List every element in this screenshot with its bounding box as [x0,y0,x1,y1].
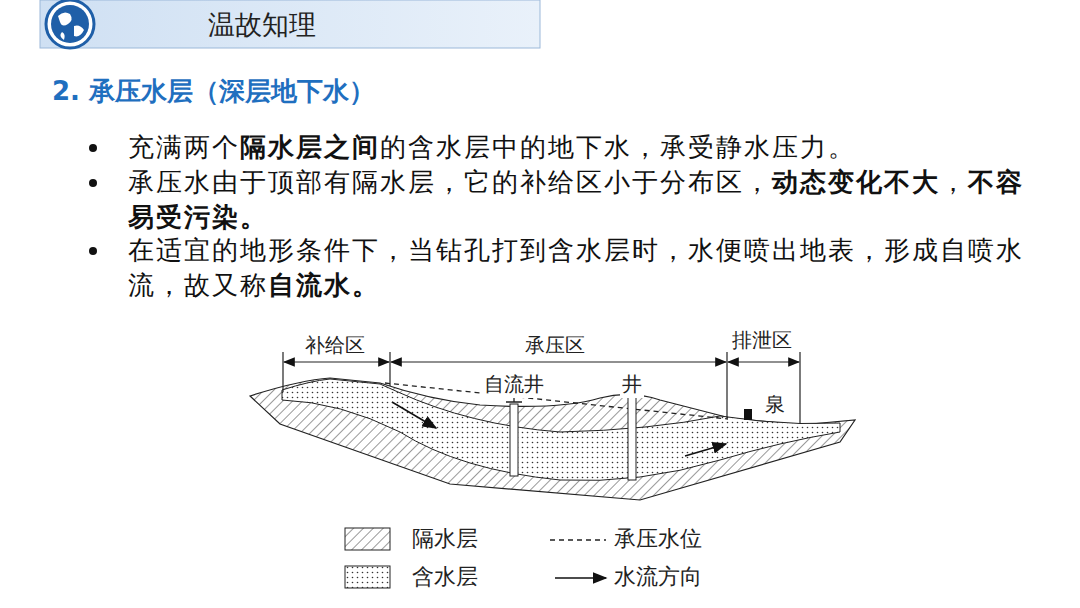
well-label: 井 [620,371,644,398]
bullet-paragraph: 充满两个隔水层之间的含水层中的地下水，承受静水压力。 [128,130,1038,165]
impermeable-layer [250,378,855,500]
flow-arrow [392,402,436,428]
spring-label: 泉 [763,391,787,418]
legend-text: 隔水层 [410,524,480,554]
well-label: 自流井 [482,371,546,398]
bullet-dot [89,179,97,187]
legend-sample-dots [345,566,390,588]
bold-text: 自流水。 [268,270,380,300]
bullet-dot [89,144,97,152]
zone-label: 补给区 [303,332,367,359]
legend-sample-dash [550,539,606,540]
globe-icon [46,0,94,48]
header-text: 温故知理 [208,7,316,43]
body-text: 承压水由于顶部有隔水层，它的补给区小于分布区， [128,167,772,197]
flow-arrow [685,444,726,456]
aquifer [282,379,840,481]
bullet-dot [89,247,97,255]
legend-text: 水流方向 [612,562,704,592]
zone-label: 承压区 [523,332,587,359]
piezometric-level [385,383,728,419]
slide-title: 2. 承压水层（深层地下水） [52,74,375,109]
artesian-well [510,404,518,476]
legend-text: 承压水位 [612,524,704,554]
bold-text: 动态变化不大 [772,167,940,197]
legend-sample-arrow [555,577,606,579]
legend-text: 含水层 [410,562,480,592]
body-text: 充满两个 [128,132,240,162]
body-text: ， [940,167,968,197]
bullet-paragraph: 在适宜的地形条件下，当钻孔打到含水层时，水便喷出地表，形成自喷水流，故又称自流水… [128,233,1038,303]
bold-text: 隔水层之间 [240,132,380,162]
header-bar [40,0,540,48]
zone-label: 排泄区 [730,327,794,354]
body-text: 在适宜的地形条件下，当钻孔打到含水层时，水便喷出地表，形成自喷水流，故又称 [128,235,1024,300]
bullet-paragraph: 承压水由于顶部有隔水层，它的补给区小于分布区，动态变化不大，不容易受污染。 [128,165,1038,235]
legend-sample-hatch [345,528,390,550]
spring-mark [744,409,752,420]
zone-brackets [283,352,800,424]
body-text: 的含水层中的地下水，承受静水压力。 [380,132,856,162]
well [628,392,636,480]
